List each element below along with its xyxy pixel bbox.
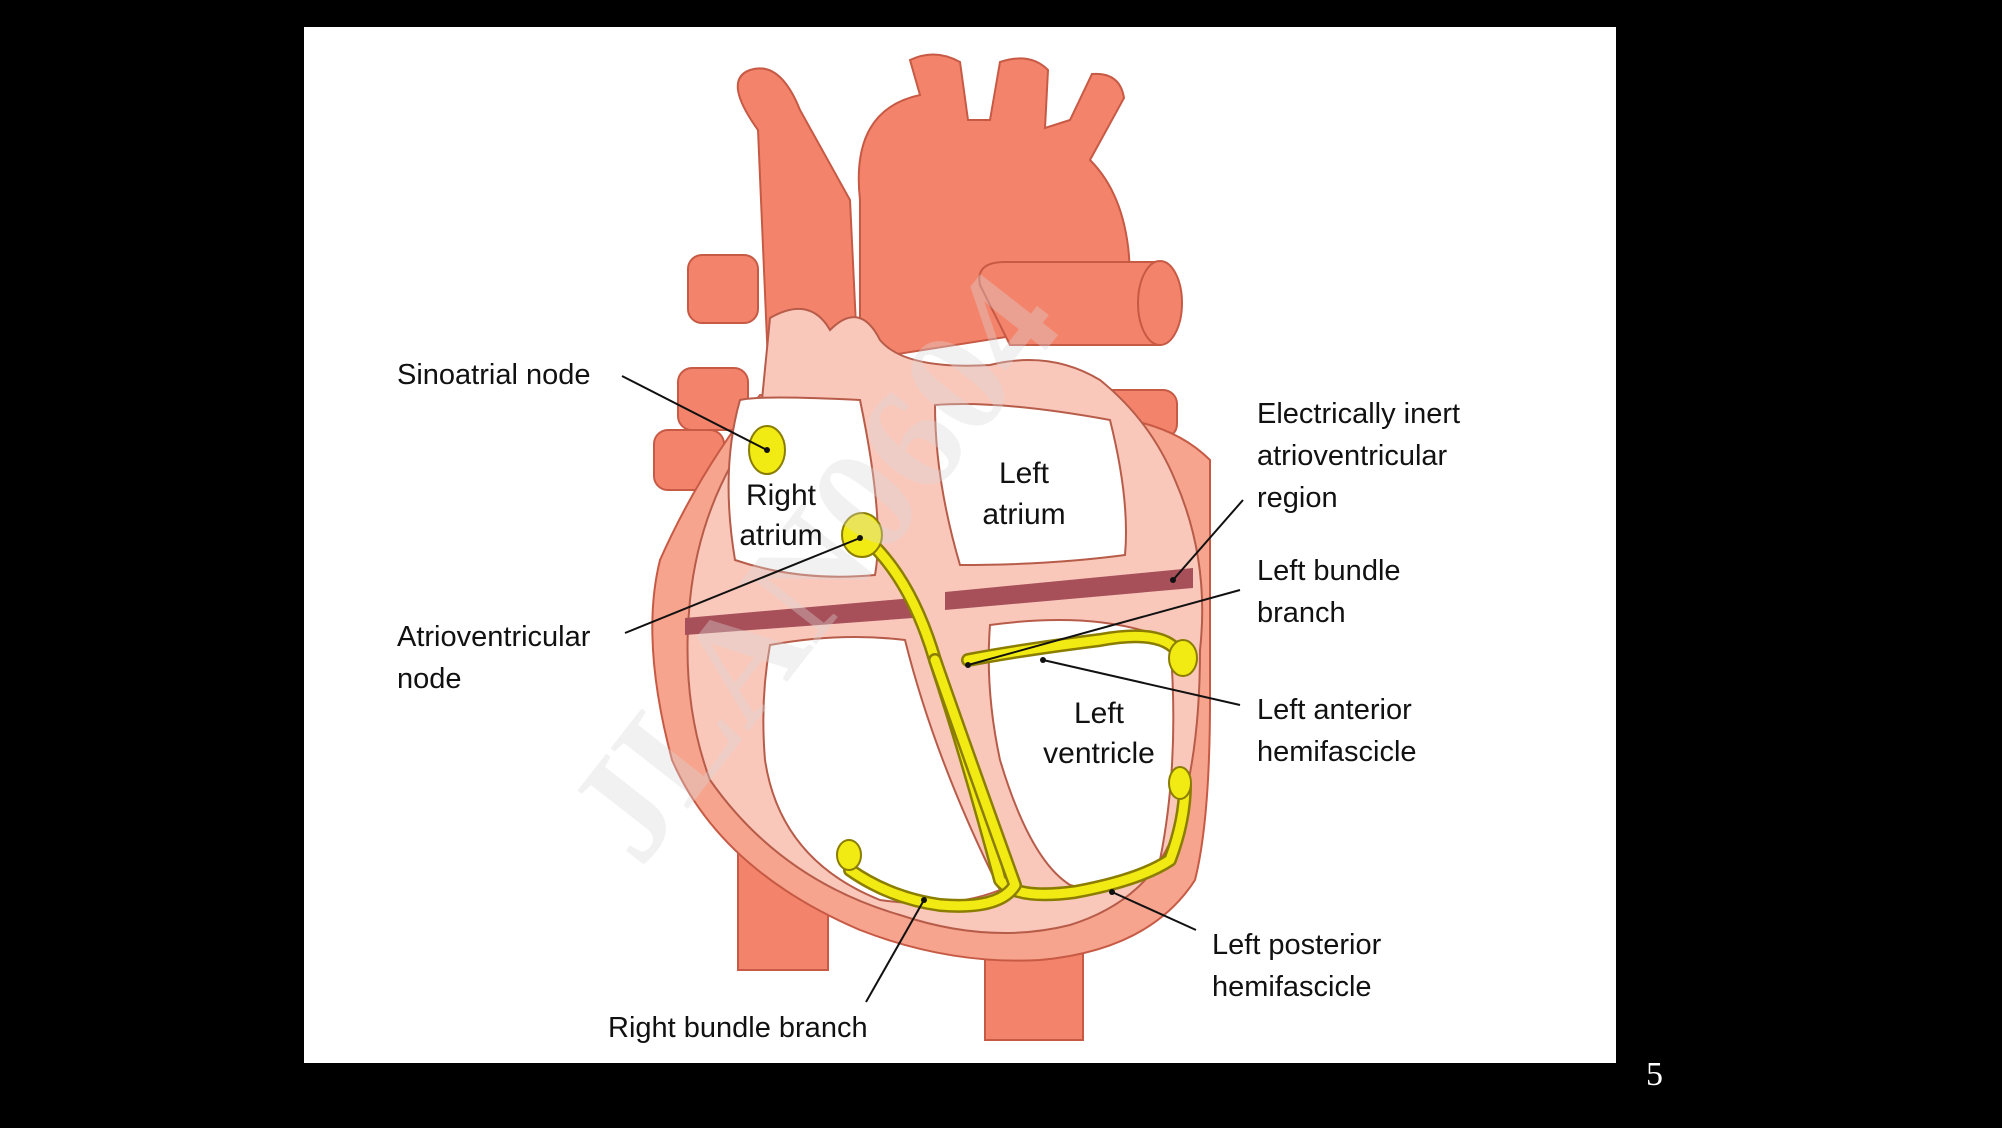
label-atrioventricular-node-1: Atrioventricular	[397, 621, 591, 653]
left-ventricle-label-1: Left	[1074, 697, 1125, 730]
label-left-anterior-2: hemifascicle	[1257, 736, 1417, 768]
left-atrium-chamber	[933, 403, 1127, 567]
label-sinoatrial-node: Sinoatrial node	[397, 359, 590, 391]
conduction-system	[843, 528, 1192, 913]
leader-lines	[621, 375, 1244, 1003]
leader-dot-left-posterior	[1109, 889, 1115, 895]
label-left-anterior-1: Left anterior	[1257, 694, 1412, 726]
right-bundle-terminal	[836, 839, 862, 871]
label-atrioventricular-node-2: node	[397, 663, 462, 695]
right-atrium-label-2: atrium	[739, 519, 822, 552]
leader-inert-region	[1172, 499, 1244, 581]
label-inert-region-2: atrioventricular	[1257, 440, 1448, 472]
leader-dot-left-anterior	[1040, 657, 1046, 663]
right-atrium-label-1: Right	[746, 479, 817, 512]
label-left-bundle-1: Left bundle	[1257, 555, 1401, 587]
label-left-posterior-2: hemifascicle	[1212, 971, 1372, 1003]
inert-band-left	[945, 568, 1193, 610]
leader-right-bundle	[865, 899, 925, 1003]
chamber-labels: Right atrium Left atrium Left ventricle	[739, 457, 1155, 770]
left-ventricle-label-2: ventricle	[1043, 737, 1155, 770]
leader-dot-atrioventricular	[857, 535, 863, 541]
leader-dot-sinoatrial	[764, 447, 770, 453]
leader-left-posterior	[1111, 891, 1197, 931]
left-posterior-pathway	[857, 530, 1190, 899]
right-bundle-pathway	[845, 655, 1020, 911]
leader-atrioventricular	[624, 537, 861, 634]
atrioventricular-node-shape	[841, 512, 883, 558]
left-anterior-pathway	[963, 631, 1185, 665]
left-posterior-terminal	[1168, 766, 1192, 800]
page-number: 5	[1646, 1056, 1663, 1093]
left-atrium-label-1: Left	[999, 457, 1050, 490]
leader-dot-right-bundle	[921, 897, 927, 903]
annotation-labels: Sinoatrial node Atrioventricular node El…	[397, 359, 1460, 1044]
label-left-posterior-1: Left posterior	[1212, 929, 1382, 961]
heart-diagram	[651, 53, 1211, 1041]
leader-dot-left-bundle	[965, 662, 971, 668]
label-inert-region-1: Electrically inert	[1257, 398, 1460, 430]
inert-band-right	[685, 598, 913, 635]
leader-left-bundle	[967, 589, 1241, 666]
leader-left-anterior	[1042, 659, 1241, 706]
left-atrium-label-2: atrium	[982, 498, 1065, 531]
label-inert-region-3: region	[1257, 482, 1338, 514]
label-left-bundle-2: branch	[1257, 597, 1346, 629]
pulmonary-vein-right-1	[687, 254, 759, 324]
leader-dot-inert-region	[1170, 577, 1176, 583]
pulmonary-trunk-opening	[1137, 260, 1183, 346]
left-anterior-terminal	[1168, 639, 1198, 677]
leader-sinoatrial	[621, 375, 768, 451]
label-right-bundle-branch: Right bundle branch	[608, 1012, 868, 1044]
